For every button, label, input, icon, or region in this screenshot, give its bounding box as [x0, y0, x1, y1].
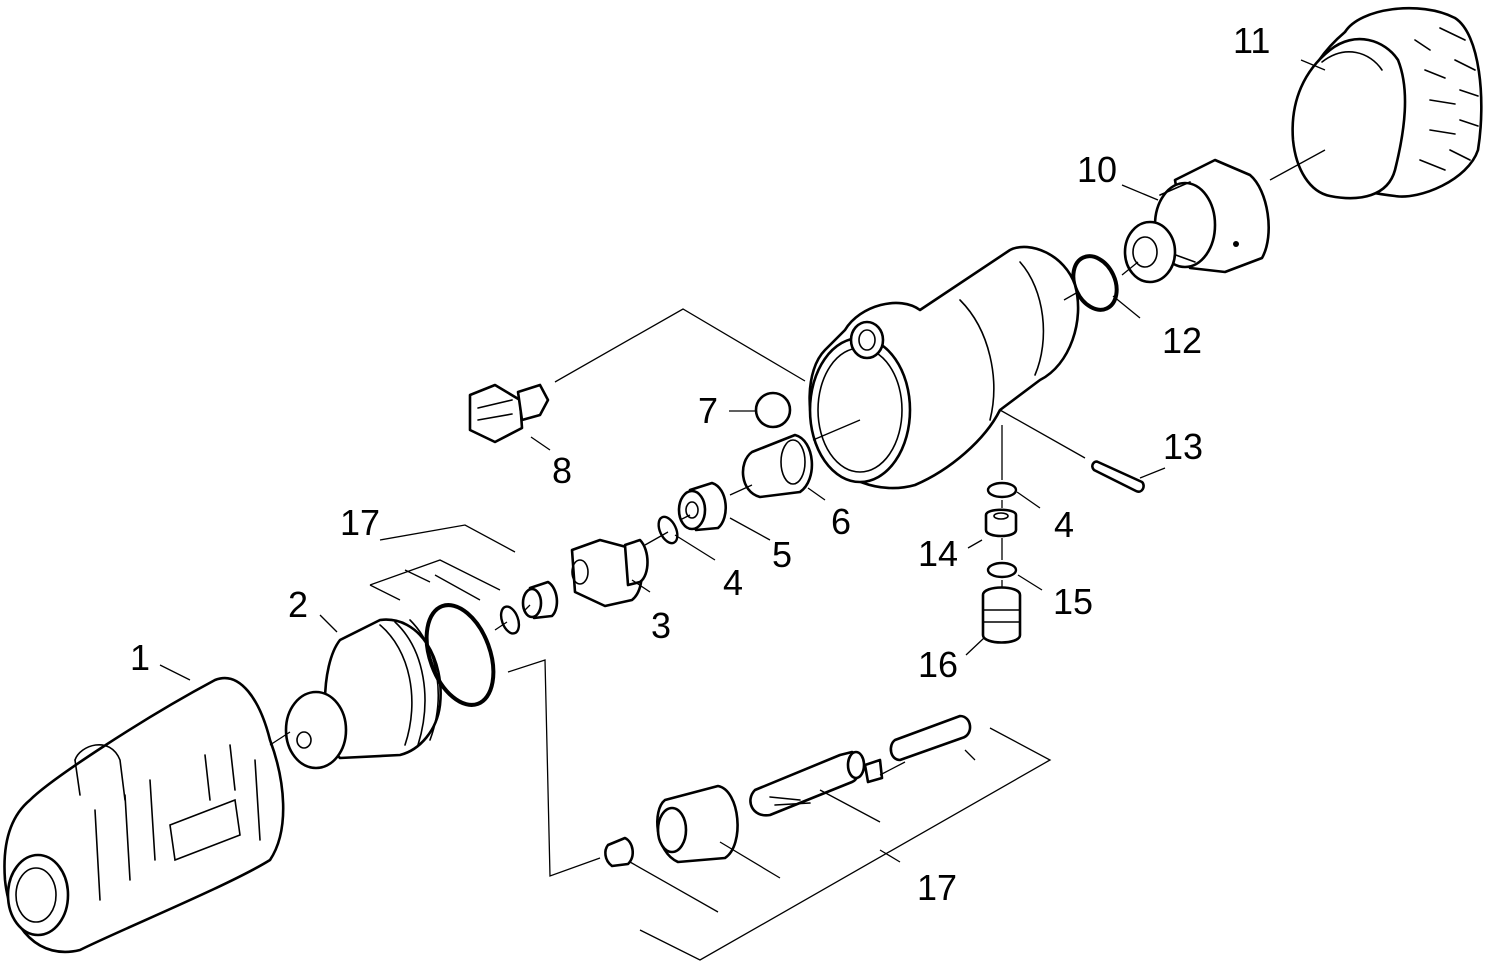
callout-10: 10	[1077, 149, 1117, 190]
callout-11: 11	[1233, 20, 1270, 61]
callout-17-lower: 17	[917, 867, 957, 908]
part-17-small-parts-upper	[499, 580, 559, 635]
callout-1: 1	[130, 637, 150, 678]
callout-labels: 1 2 3 4 4 5 6 7 8 10 11 12 13 14 15 16 1…	[130, 20, 1270, 908]
callout-4-upper: 4	[723, 562, 743, 603]
callout-16: 16	[918, 644, 958, 685]
callout-2: 2	[288, 584, 308, 625]
part-3-plug	[570, 538, 649, 608]
part-13-pin	[1091, 460, 1145, 493]
callout-7: 7	[698, 390, 718, 431]
callout-3: 3	[651, 605, 671, 646]
part-8-nozzle	[468, 383, 550, 444]
callout-15: 15	[1053, 581, 1093, 622]
callout-5: 5	[772, 534, 792, 575]
callout-13: 13	[1163, 426, 1203, 467]
part-7-ball	[754, 391, 792, 429]
callout-17-upper: 17	[340, 502, 380, 543]
part-5-valve-seat	[677, 481, 727, 532]
callout-4-lower: 4	[1054, 504, 1074, 545]
callout-12: 12	[1162, 320, 1202, 361]
pump-housing	[808, 245, 1080, 490]
lower-valve-stack	[981, 481, 1022, 644]
part-2-nozzle-body	[284, 603, 496, 770]
part-17-small-parts-lower	[604, 714, 972, 868]
part-6-sleeve	[741, 433, 814, 499]
callout-14: 14	[918, 533, 958, 574]
callout-6: 6	[831, 501, 851, 542]
part-10-fitting	[1123, 158, 1270, 284]
part-4-o-ring-upper	[657, 515, 679, 545]
part-1-handle	[3, 676, 285, 954]
callout-8: 8	[552, 450, 572, 491]
leader-lines	[159, 59, 1326, 961]
part-11-end-cap	[1291, 6, 1483, 200]
